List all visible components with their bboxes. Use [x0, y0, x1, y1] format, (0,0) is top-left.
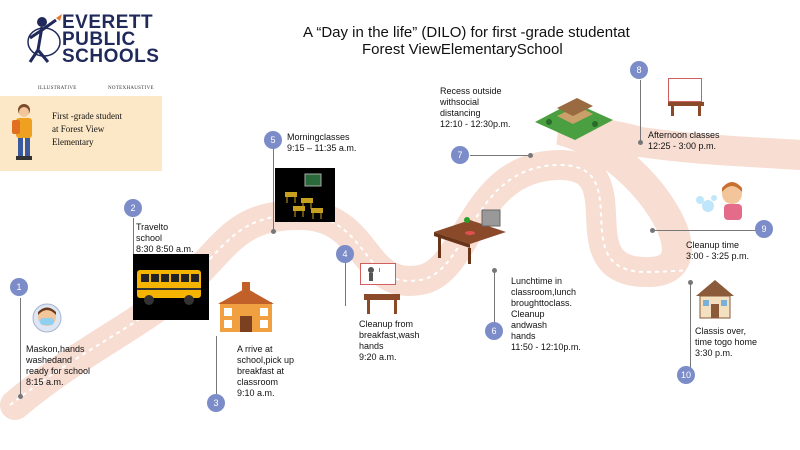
step-text-9: Cleanup time 3:00 - 3:25 p.m.: [686, 240, 750, 261]
leader-line-5: [273, 148, 274, 232]
step-text-2: Travelto school 8:30 8:50 a.m.: [136, 222, 194, 254]
step-text-1: Maskon,hands washedand ready for school …: [26, 344, 91, 387]
step-text-8: Afternoon classes 12:25 - 3:00 p.m.: [648, 130, 720, 151]
lunch-desk-icon: [434, 209, 506, 264]
leader-line-4: [345, 262, 346, 306]
student-info-box: First -grade student at Forest View Elem…: [0, 96, 162, 171]
student-with-backpack-icon: [12, 104, 32, 160]
schoolyard-icon: [535, 98, 613, 140]
child-washing-hands-icon: [696, 182, 742, 220]
afternoon-picture-frame: [668, 78, 702, 102]
illustrative-tag: ILLUSTRATIVE: [38, 86, 77, 91]
logo-line-1: EVERETT: [62, 12, 154, 33]
step-badge-9: 9: [755, 220, 773, 238]
leader-line-1: [20, 298, 21, 396]
leader-dot-7: [528, 153, 533, 158]
leader-line-10: [690, 282, 691, 368]
teacher-icon: [368, 267, 380, 281]
title-line-1: A “Day in the life” (DILO) for first -gr…: [303, 24, 630, 41]
step-badge-2: 2: [124, 199, 142, 217]
school-bus-icon: [137, 270, 201, 305]
classroom-image: [275, 168, 335, 222]
leader-line-6: [494, 270, 495, 322]
leader-line-9: [652, 230, 757, 231]
step-badge-6: 6: [485, 322, 503, 340]
step-text-10: Classis over, time togo home 3:30 p.m.: [695, 326, 758, 358]
classroom-desks-icon: [285, 173, 323, 219]
logo-line-3: SCHOOLS: [62, 46, 160, 67]
house-icon: [696, 280, 734, 319]
everett-logo: EVERETT PUBLIC SCHOOLS: [26, 12, 160, 67]
not-exhaustive-tag: NOTEXHAUSTIVE: [108, 86, 154, 91]
child-wearing-mask-icon: [32, 303, 62, 333]
leader-line-3: [216, 336, 217, 394]
student-info-text: First -grade student at Forest View Elem…: [52, 111, 122, 147]
step-text-3: A rrive at school,pick up breakfast at c…: [237, 344, 295, 398]
leader-dot-9: [650, 228, 655, 233]
step-badge-4: 4: [336, 245, 354, 263]
cleanup-picture-frame: [360, 263, 396, 285]
step-badge-8: 8: [630, 61, 648, 79]
teacher-desk-icon: [364, 294, 400, 314]
leader-line-7: [470, 155, 530, 156]
leader-line-2: [133, 218, 134, 276]
step-text-4: Cleanup from breakfast,wash hands 9:20 a…: [359, 319, 420, 362]
leader-line-8: [640, 80, 641, 142]
step-badge-1: 1: [10, 278, 28, 296]
school-bus-image: [133, 254, 209, 320]
leader-dot-8: [638, 140, 643, 145]
school-building-icon: [218, 282, 274, 332]
title-line-2: Forest ViewElementarySchool: [362, 41, 563, 58]
leader-dot-5: [271, 229, 276, 234]
desk-icon: [668, 102, 704, 116]
step-text-6: Lunchtime in classroom,lunch broughttocl…: [511, 276, 581, 352]
step-badge-7: 7: [451, 146, 469, 164]
logo-line-2: PUBLIC: [62, 29, 136, 50]
step-text-7: Recess outside withsocial distancing 12:…: [440, 86, 511, 129]
step-text-5: Morningclasses 9:15 – 11:35 a.m.: [287, 132, 357, 153]
leader-dot-6: [492, 268, 497, 273]
logo-figure-icon: [27, 14, 62, 63]
step-badge-5: 5: [264, 131, 282, 149]
step-badge-3: 3: [207, 394, 225, 412]
leader-dot-1: [18, 394, 23, 399]
leader-dot-10: [688, 280, 693, 285]
step-badge-10: 10: [677, 366, 695, 384]
